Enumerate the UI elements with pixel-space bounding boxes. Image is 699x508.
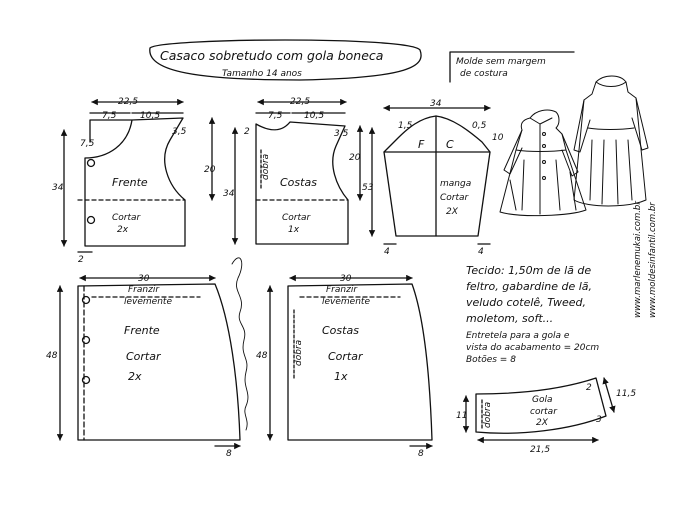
sleeve-bottom-right: 4 (478, 247, 484, 257)
bodice-front-cut-b: 2x (117, 225, 129, 235)
materials-interfacing-2: vista do acabamento = 20cm (466, 343, 599, 353)
website-line2: www.moldesinfantil.com.br (648, 202, 658, 318)
skirt-front-gather-a: Franzir (128, 285, 160, 295)
bodice-front-width: 22,5 (118, 97, 138, 107)
collar-outline (475, 377, 607, 434)
skirt-back-height: 48 (256, 351, 268, 361)
note-line2: de costura (460, 69, 508, 79)
sleeve-front-mark: F (418, 138, 425, 151)
bodice-back-shoulder-a: 7,5 (268, 111, 283, 121)
bodice-back-height: 34 (223, 189, 235, 199)
sleeve-cut-b: 2X (446, 207, 459, 217)
skirt-front-piece (56, 274, 241, 450)
skirt-back-bottom: 8 (418, 449, 424, 459)
bodice-back-top-left: 2 (244, 127, 250, 137)
skirt-back-cut-b: 1x (334, 370, 348, 383)
bodice-back-cut-b: 1x (288, 225, 300, 235)
coat-sketch (499, 75, 649, 217)
collar-cut-a: cortar (530, 407, 558, 417)
sleeve-back-mark: C (446, 138, 454, 151)
bodice-front-shoulder-a: 7,5 (102, 111, 117, 121)
skirt-front-bottom: 8 (226, 449, 232, 459)
note-block: Molde sem margem de costura (449, 51, 575, 83)
materials-fabric-4: moletom, soft... (466, 312, 553, 325)
bodice-back-outline (255, 121, 349, 245)
skirt-back-piece (266, 274, 433, 450)
collar-height: 11 (456, 411, 467, 421)
skirt-back-label: Costas (322, 324, 359, 337)
bodice-front-shoulder-b: 10,5 (140, 111, 160, 121)
skirt-front-height: 48 (46, 351, 58, 361)
sleeve-label: manga (440, 179, 471, 189)
sleeve-cap-left: 1,5 (398, 121, 413, 131)
bodice-back-label: Costas (280, 176, 317, 189)
bodice-front-drop-left: 7,5 (80, 139, 95, 149)
bodice-front-bottom: 2 (78, 255, 84, 265)
sleeve-height: 53 (362, 183, 374, 193)
sleeve-bottom-left: 4 (384, 247, 390, 257)
bodice-front-label: Frente (112, 176, 148, 189)
title-line1: Casaco sobretudo com gola boneca (160, 48, 383, 63)
skirt-back-outline (287, 283, 433, 441)
skirt-front-cut-b: 2x (128, 370, 142, 383)
bodice-front-piece (60, 98, 216, 253)
skirt-front-outline (77, 283, 241, 441)
materials-text: Tecido: 1,50m de lã de feltro, gabardine… (466, 264, 599, 365)
bodice-back-shoulder-b: 10,5 (304, 111, 324, 121)
bodice-front-side: 20 (204, 165, 216, 175)
skirt-front-gather-b: levemente (124, 297, 172, 307)
collar-cut-b: 2X (536, 418, 549, 428)
signature-drawing (231, 257, 249, 431)
skirt-back-fold: dobra (294, 340, 304, 366)
skirt-back-gather-b: levemente (322, 297, 370, 307)
collar-label: Gola (532, 395, 553, 405)
note-line1: Molde sem margem (456, 57, 546, 67)
skirt-front-label: Frente (124, 324, 160, 337)
collar-piece (462, 377, 616, 444)
skirt-front-width: 30 (138, 274, 150, 284)
collar-fold: dobra (483, 402, 493, 428)
bodice-back-drop: 3,5 (334, 129, 349, 139)
sleeve-piece (368, 104, 491, 245)
collar-right-a: 2 (586, 383, 592, 393)
collar-width: 21,5 (530, 445, 550, 455)
bodice-front-outline (84, 117, 186, 247)
title-line2: Tamanho 14 anos (222, 69, 302, 79)
materials-fabric-1: Tecido: 1,50m de lã de (466, 264, 591, 277)
bodice-back-side: 20 (349, 153, 361, 163)
collar-right-b: 3 (596, 415, 602, 425)
bodice-back-piece (231, 98, 364, 245)
sleeve-cap-right-b: 10 (492, 133, 504, 143)
bodice-back-width: 22,5 (290, 97, 310, 107)
materials-fabric-3: veludo cotelê, Tweed, (466, 296, 586, 309)
bodice-back-fold: dobra (261, 154, 271, 180)
bodice-front-height: 34 (52, 183, 64, 193)
sleeve-cut-a: Cortar (440, 193, 470, 203)
skirt-back-cut-a: Cortar (328, 350, 364, 363)
skirt-back-width: 30 (340, 274, 352, 284)
materials-interfacing-1: Entretela para a gola e (466, 331, 570, 341)
sleeve-cap-right-a: 0,5 (472, 121, 487, 131)
materials-fabric-2: feltro, gabardine de lã, (466, 280, 592, 293)
title-block: Casaco sobretudo com gola boneca Tamanho… (149, 39, 422, 81)
bodice-front-cut-a: Cortar (112, 213, 142, 223)
skirt-back-gather-a: Franzir (326, 285, 358, 295)
sleeve-outline (383, 115, 491, 237)
skirt-front-cut-a: Cortar (126, 350, 162, 363)
collar-slant: 11,5 (616, 389, 636, 399)
bodice-front-drop-right: 3,5 (172, 127, 187, 137)
website-line1: www.marlenemukai.com.br (633, 201, 643, 318)
materials-buttons: Botões = 8 (466, 355, 516, 365)
bodice-back-cut-a: Cortar (282, 213, 312, 223)
sleeve-width: 34 (430, 99, 442, 109)
